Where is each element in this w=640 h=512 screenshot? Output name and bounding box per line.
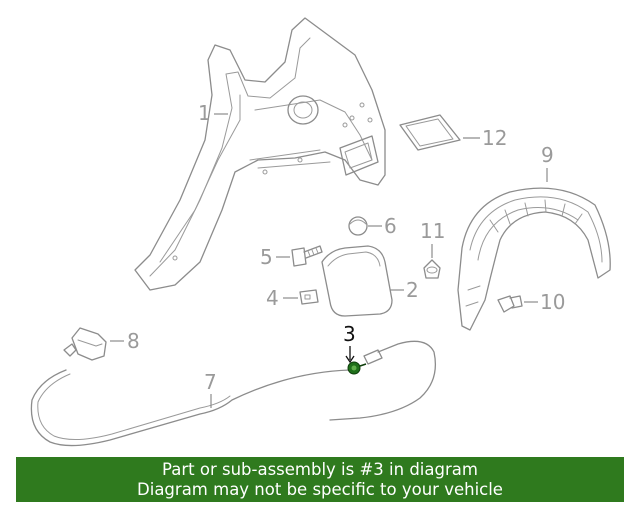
clip-part bbox=[299, 289, 319, 305]
retainer-clip-part bbox=[423, 259, 441, 279]
callout-8: 8 bbox=[127, 329, 140, 353]
cap-part bbox=[348, 216, 368, 236]
wheel-well-liner-part bbox=[457, 187, 611, 331]
callout-9: 9 bbox=[541, 143, 554, 167]
part-info-banner: Part or sub-assembly is #3 in diagram Di… bbox=[16, 457, 624, 502]
callout-1: 1 bbox=[198, 101, 211, 125]
highlighted-grommet-part-3 bbox=[347, 361, 367, 375]
quarter-panel-part bbox=[134, 17, 386, 291]
callout-11: 11 bbox=[420, 219, 445, 243]
opener-cable-part bbox=[30, 340, 437, 447]
callout-7: 7 bbox=[204, 370, 217, 394]
callout-3-arrow bbox=[345, 355, 355, 364]
banner-line-disclaimer: Diagram may not be specific to your vehi… bbox=[137, 480, 503, 499]
fuel-door-pad-part bbox=[399, 114, 461, 151]
callout-4: 4 bbox=[266, 286, 279, 310]
exploded-parts-diagram: 1 12 6 5 2 4 bbox=[30, 17, 611, 447]
bolt-part bbox=[291, 245, 323, 267]
callout-6: 6 bbox=[384, 214, 397, 238]
callout-10: 10 bbox=[540, 290, 565, 314]
callout-12: 12 bbox=[482, 126, 507, 150]
callout-2: 2 bbox=[406, 278, 419, 302]
callout-5: 5 bbox=[260, 245, 273, 269]
opener-lever-part bbox=[63, 327, 107, 361]
callout-3: 3 bbox=[343, 322, 356, 346]
push-clip-part bbox=[497, 295, 523, 313]
fuel-door-part bbox=[321, 245, 393, 317]
banner-line-part-info: Part or sub-assembly is #3 in diagram bbox=[162, 460, 478, 479]
